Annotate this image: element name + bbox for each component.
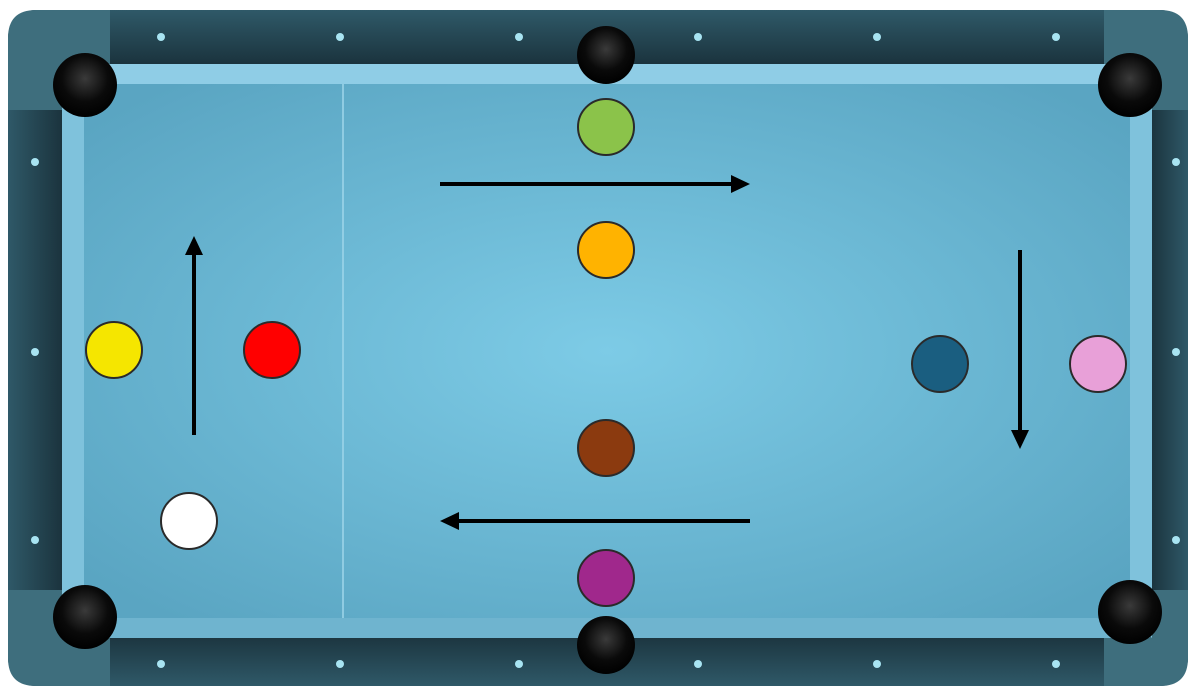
cushion-left <box>62 64 84 638</box>
diamond-marker <box>694 33 702 41</box>
pink-ball[interactable] <box>1070 336 1126 392</box>
diamond-marker <box>1172 158 1180 166</box>
dark-blue-ball[interactable] <box>912 336 968 392</box>
diamond-marker <box>1172 536 1180 544</box>
felt-playing-surface <box>84 84 1130 618</box>
orange-ball[interactable] <box>578 222 634 278</box>
diamond-marker <box>515 660 523 668</box>
cushion-right <box>1130 64 1152 638</box>
diamond-marker <box>1052 660 1060 668</box>
green-ball[interactable] <box>578 99 634 155</box>
diamond-marker <box>31 158 39 166</box>
diamond-marker <box>157 660 165 668</box>
diamond-marker <box>336 33 344 41</box>
diamond-marker <box>515 33 523 41</box>
pocket-side-top-center <box>577 26 635 84</box>
diamond-marker <box>1052 33 1060 41</box>
yellow-ball[interactable] <box>86 322 142 378</box>
diamond-marker <box>873 660 881 668</box>
brown-ball[interactable] <box>578 420 634 476</box>
pocket-corner-top-left <box>53 53 117 117</box>
pocket-side-bottom-center <box>577 616 635 674</box>
diamond-marker <box>1172 348 1180 356</box>
white-cue-ball[interactable] <box>161 493 217 549</box>
pocket-corner-top-right <box>1098 53 1162 117</box>
diamond-marker <box>31 348 39 356</box>
diamond-marker <box>873 33 881 41</box>
diamond-marker <box>157 33 165 41</box>
purple-ball[interactable] <box>578 550 634 606</box>
pocket-corner-bottom-left <box>53 585 117 649</box>
right-rail <box>1150 110 1188 590</box>
diamond-marker <box>694 660 702 668</box>
red-ball[interactable] <box>244 322 300 378</box>
diamond-marker <box>31 536 39 544</box>
diamond-marker <box>336 660 344 668</box>
pocket-corner-bottom-right <box>1098 580 1162 644</box>
